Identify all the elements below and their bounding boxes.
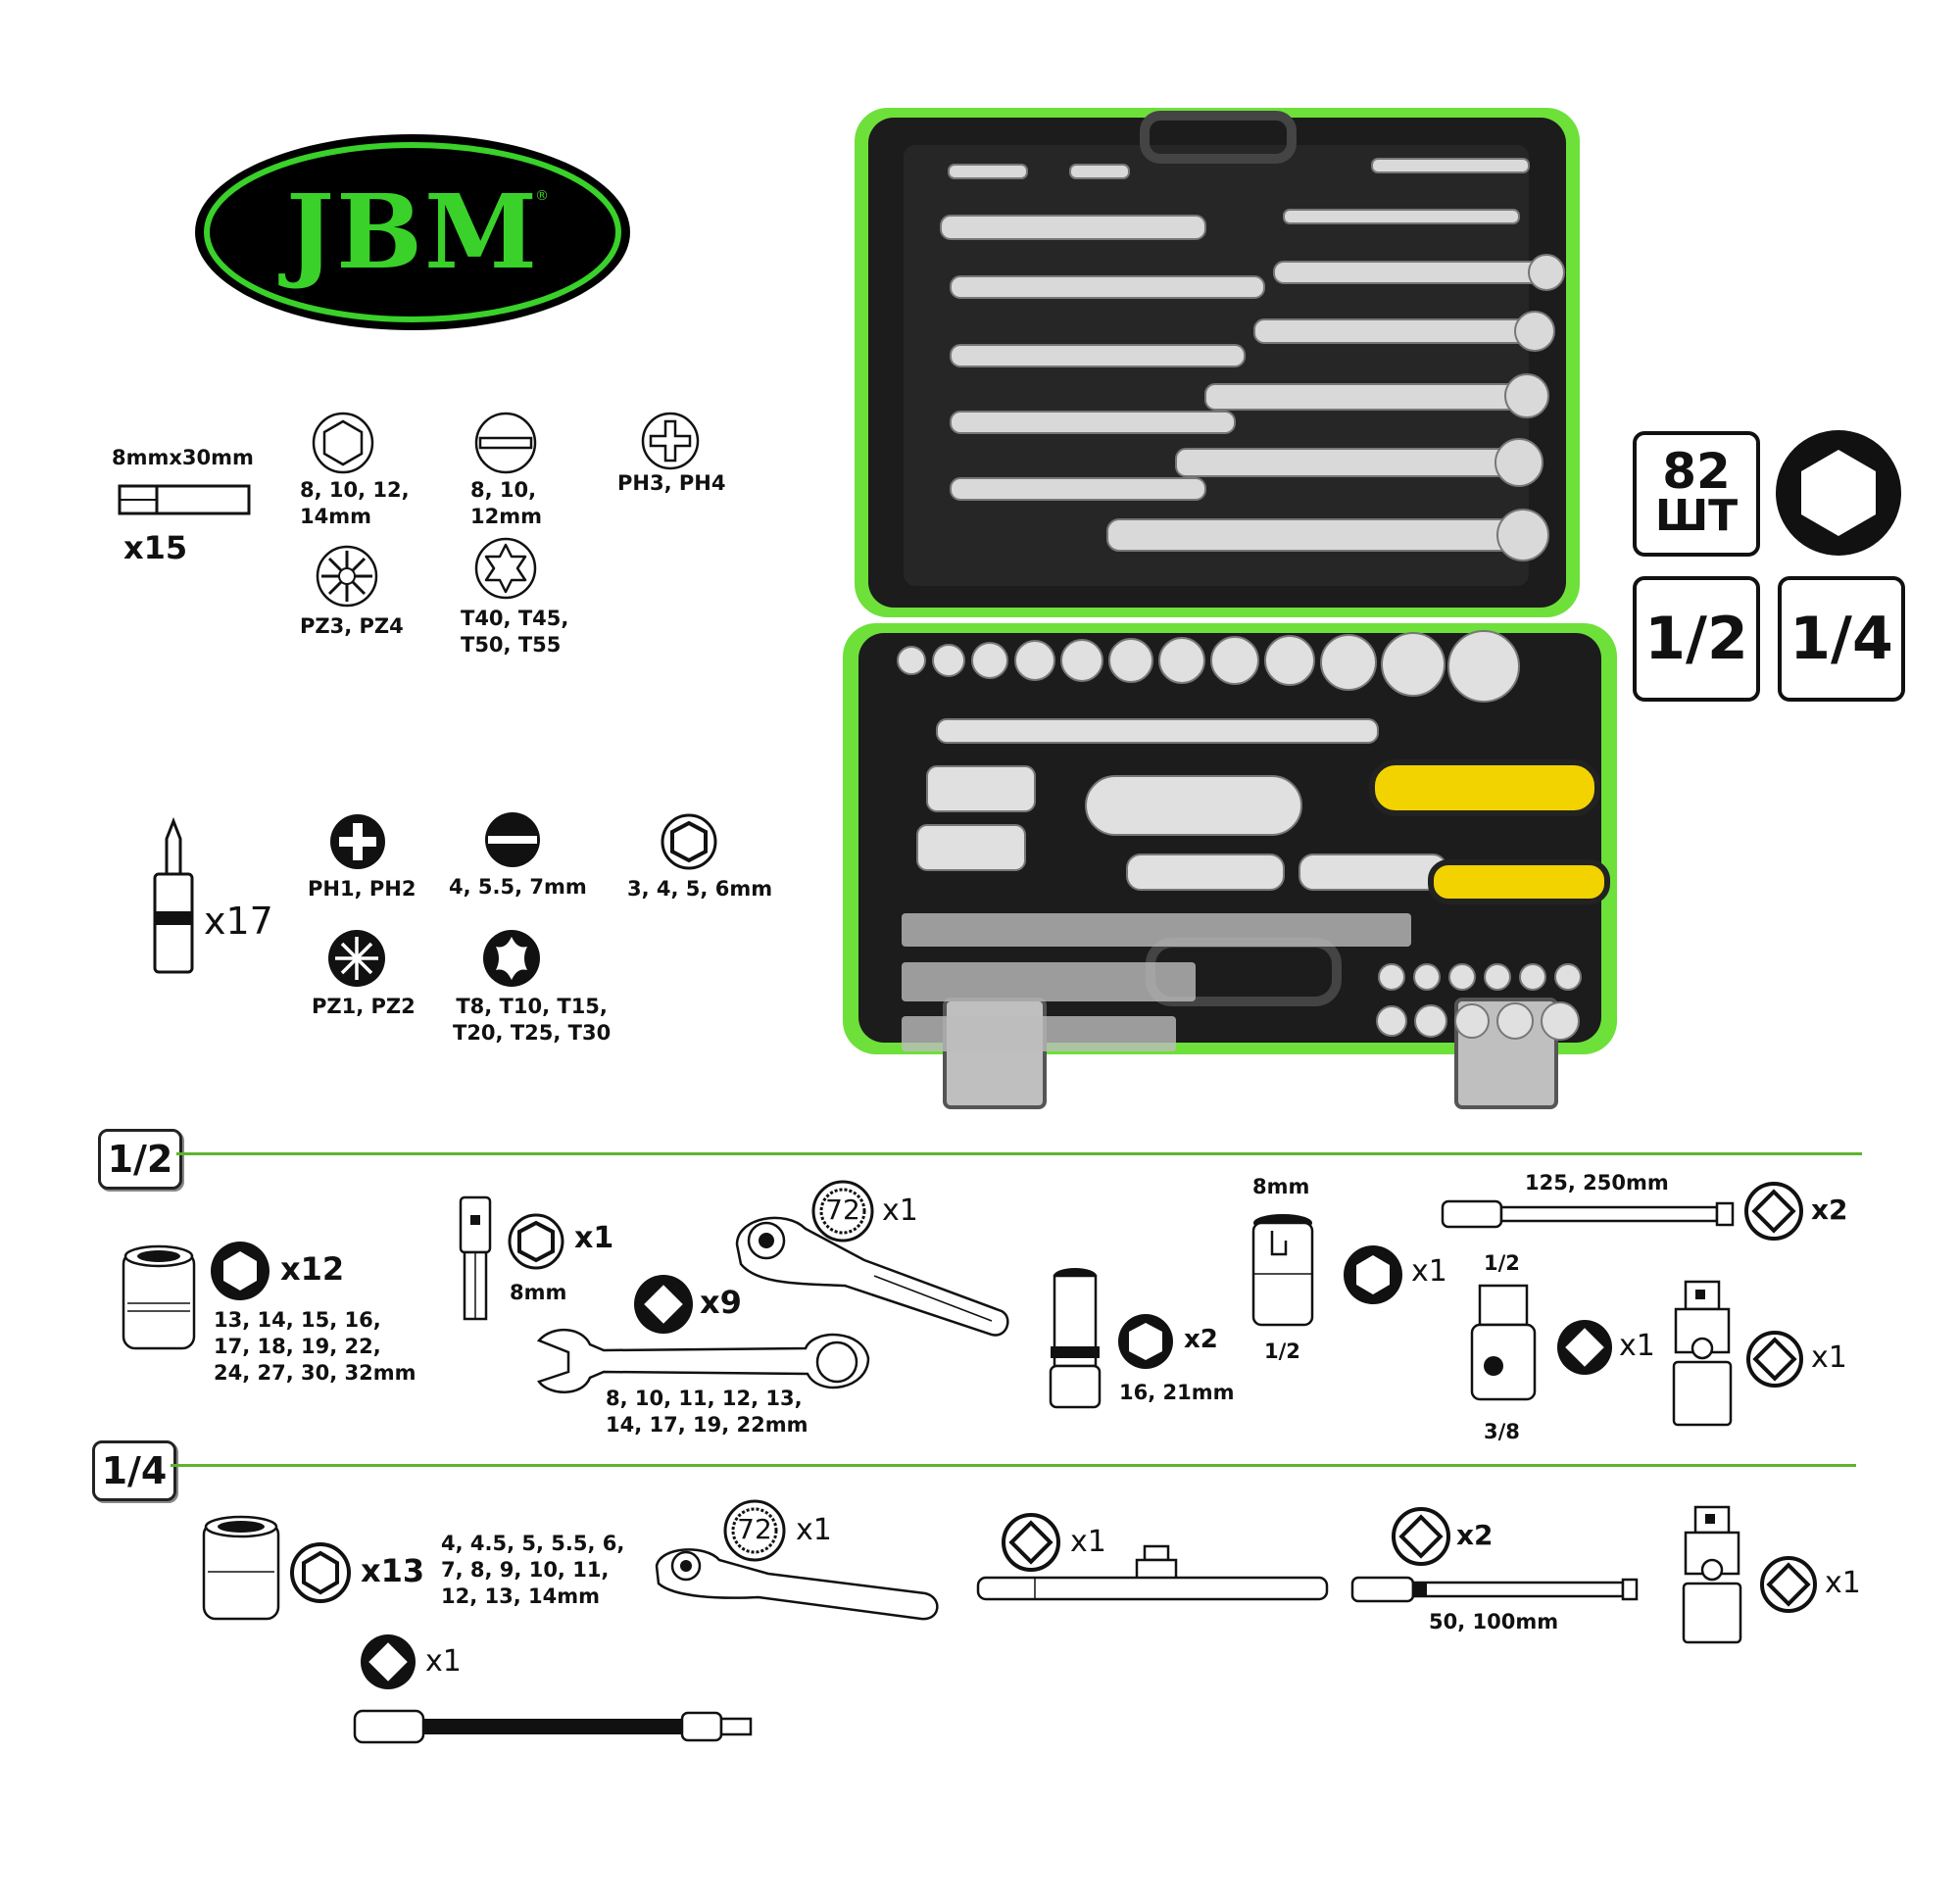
drive-quarter-badge: 1/4: [1778, 576, 1905, 702]
half-wrench-drawing: [529, 1323, 872, 1401]
half-reducer-bottom: 3/8: [1484, 1420, 1520, 1443]
half-bit-adapter-bottom: 1/2: [1264, 1340, 1300, 1363]
hex-socket-icon: [1774, 428, 1903, 558]
short-bit-icon: [151, 816, 196, 974]
quarter-extension-drawing: [1350, 1576, 1639, 1603]
quarter-tbar-diamond-icon: [1002, 1513, 1060, 1572]
half-reducer-top: 1/2: [1484, 1251, 1520, 1275]
half-socket-sizes: 13, 14, 15, 16, 17, 18, 19, 22, 24, 27, …: [214, 1308, 416, 1385]
slotted-short-icon: [484, 811, 541, 868]
long-bit-icon: [118, 482, 253, 517]
half-wrench-diamond-icon: [633, 1274, 694, 1335]
half-ujoint-drawing: [1668, 1280, 1737, 1429]
quarter-extension-diamond-icon: [1392, 1507, 1450, 1566]
slotted-short-sizes: 4, 5.5, 7mm: [449, 875, 587, 899]
half-bit-holder-size: 8mm: [510, 1281, 567, 1304]
brand-logo: JBM ®: [192, 131, 633, 333]
half-socket-qty: x12: [280, 1250, 345, 1288]
half-wrench-qty: x9: [700, 1284, 742, 1321]
half-bit-holder-hex-icon: [508, 1213, 564, 1270]
half-spark-socket-hex-icon: [1117, 1313, 1174, 1370]
half-extension-diamond-icon: [1744, 1182, 1803, 1241]
quarter-ratchet-teeth-icon: 72: [723, 1499, 786, 1562]
half-extension-sizes: 125, 250mm: [1525, 1171, 1669, 1194]
phillips-bit-sizes: PH3, PH4: [617, 471, 726, 495]
tool-case-image: [843, 100, 1617, 1119]
half-bit-adapter-top: 8mm: [1252, 1175, 1310, 1198]
piece-count: 82: [1662, 443, 1731, 500]
hex-bit-icon: [312, 412, 374, 474]
half-ratchet-teeth-icon: 72: [811, 1180, 874, 1243]
half-ratchet-drawing: [727, 1205, 1011, 1342]
quarter-ujoint-qty: x1: [1825, 1566, 1861, 1600]
half-socket-hex-icon: [210, 1241, 270, 1301]
slotted-bit-sizes: 8, 10, 12mm: [470, 478, 542, 528]
quarter-ratchet-teeth: 72: [737, 1513, 772, 1545]
half-ujoint-qty: x1: [1811, 1340, 1847, 1375]
half-bit-adapter-drawing: [1249, 1211, 1317, 1329]
section-half-divider: [176, 1152, 1862, 1155]
half-bit-holder-drawing: [457, 1194, 494, 1323]
section-quarter-title: 1/4: [92, 1440, 176, 1501]
half-spark-socket-drawing: [1045, 1266, 1105, 1411]
torx-short-sizes: T8, T10, T15, T20, T25, T30: [453, 995, 612, 1045]
quarter-ratchet-drawing: [651, 1544, 945, 1623]
torx-bit-icon: [474, 537, 537, 600]
bits-long-size: 8mmx30mm: [112, 446, 254, 469]
quarter-extension-qty: x2: [1456, 1519, 1494, 1551]
quarter-flex-diamond-icon: [359, 1633, 417, 1691]
drive-half-badge: 1/2: [1633, 576, 1760, 702]
half-ujoint-diamond-icon: [1746, 1331, 1803, 1388]
torx-short-icon: [482, 929, 541, 988]
half-reducer-drawing: [1468, 1284, 1539, 1403]
quarter-ratchet-qty: x1: [796, 1513, 832, 1547]
quarter-socket-drawing: [202, 1513, 280, 1623]
pozidriv-bit-icon: [316, 545, 378, 608]
half-ratchet-teeth: 72: [825, 1194, 860, 1226]
half-spark-socket-sizes: 16, 21mm: [1119, 1381, 1235, 1404]
quarter-tbar-drawing: [976, 1544, 1329, 1605]
half-ratchet-qty: x1: [882, 1194, 918, 1228]
phillips-short-sizes: PH1, PH2: [308, 877, 416, 901]
phillips-bit-icon: [641, 412, 700, 470]
pozidriv-short-icon: [327, 929, 386, 988]
piece-count-badge: 82 ШТ: [1633, 431, 1760, 557]
quarter-socket-sizes: 4, 4.5, 5, 5.5, 6, 7, 8, 9, 10, 11, 12, …: [441, 1532, 625, 1608]
hex-short-icon: [661, 813, 717, 870]
half-bit-adapter-qty: x1: [1411, 1254, 1447, 1289]
hex-bit-sizes: 8, 10, 12, 14mm: [300, 478, 410, 528]
half-bit-adapter-hex-icon: [1343, 1244, 1403, 1305]
brand-reg-mark: ®: [535, 188, 549, 204]
brand-name: JBM: [285, 171, 540, 292]
half-reducer-diamond-icon: [1556, 1319, 1613, 1376]
quarter-socket-qty: x13: [361, 1552, 425, 1589]
pozidriv-short-sizes: PZ1, PZ2: [312, 995, 416, 1018]
quarter-socket-hex-icon: [290, 1542, 351, 1603]
quarter-ujoint-drawing: [1680, 1505, 1744, 1646]
bits-long-qty: x15: [123, 529, 188, 566]
half-bit-holder-qty: x1: [574, 1221, 614, 1255]
hex-short-sizes: 3, 4, 5, 6mm: [627, 877, 773, 901]
quarter-flex-qty: x1: [425, 1644, 462, 1679]
bits-short-qty: x17: [204, 900, 273, 943]
half-spark-socket-qty: x2: [1184, 1325, 1218, 1354]
half-socket-drawing: [122, 1243, 196, 1352]
section-quarter-divider: [171, 1464, 1856, 1467]
slotted-bit-icon: [474, 412, 537, 474]
half-wrench-sizes: 8, 10, 11, 12, 13, 14, 17, 19, 22mm: [606, 1387, 808, 1437]
quarter-flex-drawing: [353, 1707, 757, 1746]
phillips-short-icon: [329, 813, 386, 870]
pozidriv-bit-sizes: PZ3, PZ4: [300, 614, 404, 638]
half-extension-qty: x2: [1811, 1194, 1848, 1226]
half-extension-drawing: [1441, 1199, 1735, 1229]
quarter-extension-sizes: 50, 100mm: [1429, 1610, 1559, 1633]
half-reducer-qty: x1: [1619, 1329, 1655, 1363]
quarter-ujoint-diamond-icon: [1760, 1556, 1817, 1613]
torx-bit-sizes: T40, T45, T50, T55: [461, 607, 569, 657]
section-half-title: 1/2: [98, 1129, 182, 1190]
piece-unit: ШТ: [1654, 491, 1739, 541]
quarter-tbar-qty: x1: [1070, 1525, 1106, 1559]
